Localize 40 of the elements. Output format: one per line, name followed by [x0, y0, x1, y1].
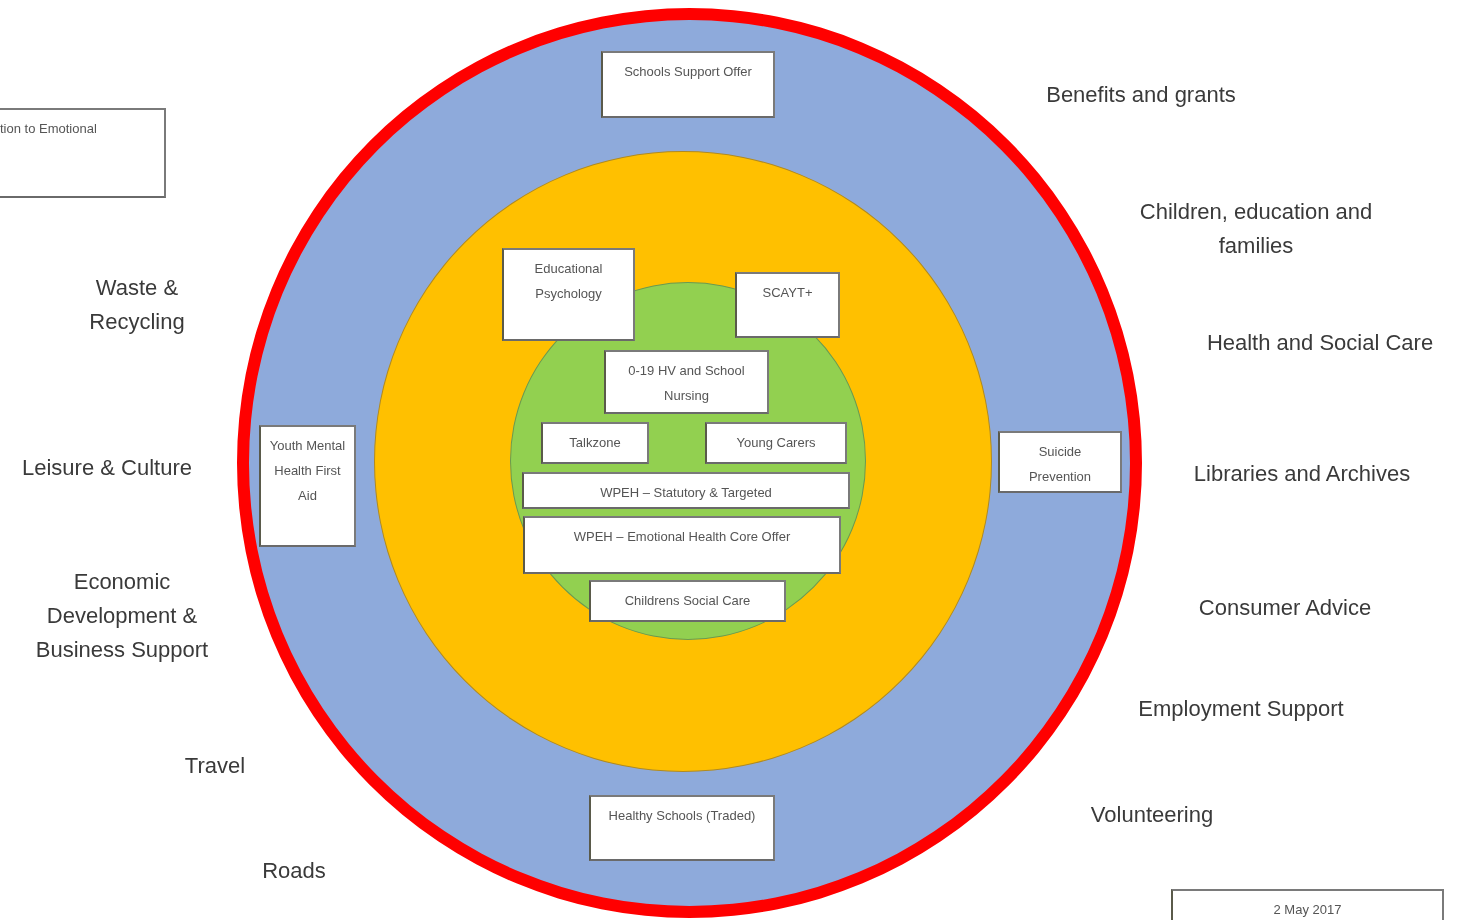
box-text: 2 May 2017 — [1273, 901, 1342, 919]
text-box — [601, 51, 775, 118]
box-text: Healthy Schools (Traded) — [608, 807, 756, 825]
category-label: Children, education and families — [1138, 198, 1374, 260]
box-text: Young Carers — [736, 434, 816, 452]
category-label: Leisure & Culture — [22, 454, 192, 482]
text-box — [522, 472, 850, 509]
box-text: Educational Psychology — [533, 260, 604, 303]
text-box — [259, 425, 356, 547]
box-text: SCAYT+ — [762, 284, 813, 302]
category-label: Libraries and Archives — [1193, 460, 1411, 488]
box-text: WPEH – Emotional Health Core Offer — [573, 528, 791, 546]
text-box — [589, 795, 775, 861]
text-box — [705, 422, 847, 464]
category-label: Volunteering — [1090, 801, 1214, 829]
text-box — [541, 422, 649, 464]
category-label: Roads — [262, 857, 326, 885]
box-text: Talkzone — [569, 434, 621, 452]
text-box — [589, 580, 786, 622]
text-box — [604, 350, 769, 414]
box-text: 0-19 HV and School Nursing — [627, 362, 746, 405]
box-text: Schools Support Offer — [624, 63, 752, 81]
text-box — [523, 516, 841, 574]
category-label: Health and Social Care — [1206, 329, 1434, 357]
category-label: Benefits and grants — [1046, 81, 1236, 109]
text-box — [998, 431, 1122, 493]
text-box — [735, 272, 840, 338]
box-text: Suicide Prevention — [1027, 443, 1093, 486]
text-box — [1171, 889, 1444, 920]
category-label: Employment Support — [1138, 695, 1344, 723]
category-label: Consumer Advice — [1198, 594, 1372, 622]
box-text: Youth Mental Health First Aid — [268, 437, 347, 505]
category-label: Waste & Recycling — [88, 274, 186, 336]
box-text: tion to Emotional — [0, 120, 97, 138]
text-box — [502, 248, 635, 341]
box-text: WPEH – Statutory & Targeted — [600, 484, 772, 502]
text-box — [0, 108, 166, 198]
category-label: Economic Development & Business Support — [34, 568, 210, 664]
box-text: Childrens Social Care — [624, 592, 751, 610]
category-label: Travel — [184, 752, 246, 780]
